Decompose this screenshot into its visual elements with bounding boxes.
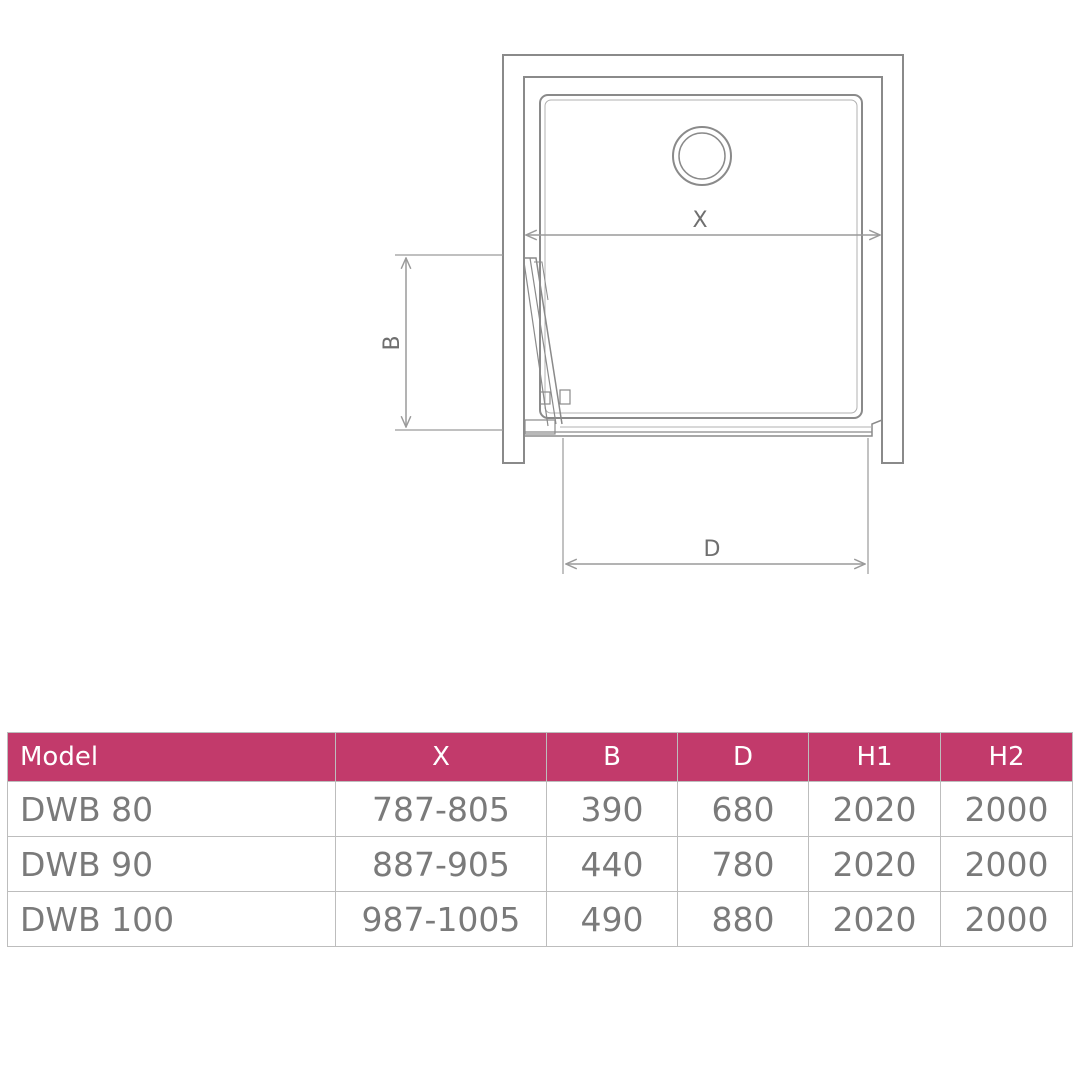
folding-door-panel — [523, 257, 571, 435]
dimension-x: X — [526, 208, 880, 235]
cell-b: 490 — [546, 891, 678, 947]
cell-h1: 2020 — [808, 836, 941, 892]
dimension-x-label: X — [692, 208, 707, 233]
shower-tray — [539, 94, 863, 419]
dimension-b-label: B — [380, 335, 405, 350]
cell-b: 440 — [546, 836, 678, 892]
cell-h2: 2000 — [940, 891, 1073, 947]
cell-h1: 2020 — [808, 781, 941, 837]
column-header-d: D — [677, 732, 809, 782]
cell-model: DWB 100 — [7, 891, 336, 947]
cell-h2: 2000 — [940, 836, 1073, 892]
dimension-b: B — [380, 254, 503, 431]
cell-d: 680 — [677, 781, 809, 837]
cell-h2: 2000 — [940, 781, 1073, 837]
drain-icon — [672, 126, 732, 186]
shower-tray-inner — [544, 99, 858, 414]
cell-h1: 2020 — [808, 891, 941, 947]
dimension-d: D — [562, 438, 869, 574]
column-header-b: B — [546, 732, 678, 782]
cell-x: 987-1005 — [335, 891, 547, 947]
column-header-h2: H2 — [940, 732, 1073, 782]
table-row: DWB 100 987-1005 490 880 2020 2000 — [7, 891, 1073, 947]
table-header-row: Model X B D H1 H2 — [7, 732, 1073, 782]
cell-d: 880 — [677, 891, 809, 947]
table-row: DWB 90 887-905 440 780 2020 2000 — [7, 836, 1073, 892]
table-row: DWB 80 787-805 390 680 2020 2000 — [7, 781, 1073, 837]
cell-x: 787-805 — [335, 781, 547, 837]
door-threshold — [524, 418, 883, 437]
cell-x: 887-905 — [335, 836, 547, 892]
dimensions-table: Model X B D H1 H2 DWB 80 787-805 390 680… — [7, 732, 1073, 947]
cell-d: 780 — [677, 836, 809, 892]
column-header-model: Model — [7, 732, 336, 782]
cell-model: DWB 90 — [7, 836, 336, 892]
column-header-h1: H1 — [808, 732, 941, 782]
cell-b: 390 — [546, 781, 678, 837]
column-header-x: X — [335, 732, 547, 782]
cell-model: DWB 80 — [7, 781, 336, 837]
shower-plan-diagram: X B D — [380, 54, 904, 574]
enclosure-walls — [502, 54, 904, 464]
dimension-d-label: D — [704, 537, 721, 562]
